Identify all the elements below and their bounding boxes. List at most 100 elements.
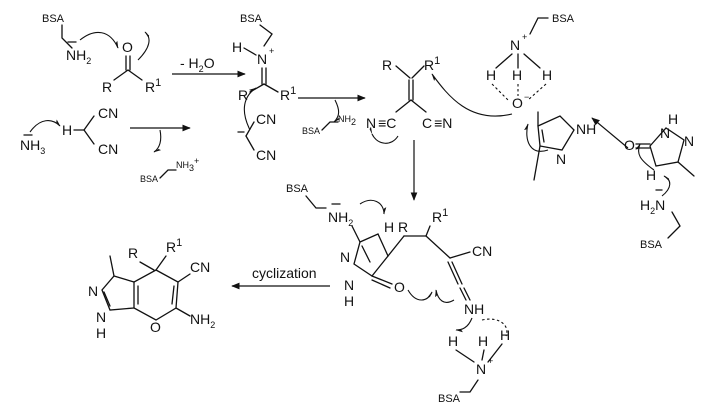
nh-label-3: NH: [464, 301, 484, 317]
oxa-cyclization-arrow: [407, 289, 433, 301]
proton-abstraction-arrow: [359, 199, 387, 215]
imine-arrow: [435, 289, 455, 303]
deprotonation-arrow-1: [29, 119, 61, 133]
bottom-h-1: H: [448, 333, 458, 349]
svg-text:+: +: [269, 46, 274, 56]
nh3-label: NH3: [20, 137, 45, 156]
attack-arrow-1: [79, 31, 119, 49]
nh2-label-1: NH2: [66, 47, 91, 66]
bottom-h-3: H: [500, 327, 510, 343]
bsa-label-5: BSA: [286, 183, 309, 195]
r-group-3: R: [382, 57, 392, 73]
cn-label-2: CN: [98, 141, 118, 157]
bottom-ammonium-n: N: [476, 361, 486, 377]
svg-text:NH3+: NH3+: [176, 156, 199, 173]
svg-text:−: −: [524, 92, 529, 102]
bsa-nh2-released: BSA NH2: [302, 114, 356, 136]
r1-group-2: R1: [280, 85, 296, 103]
bsa-ammonium-bottom: H H H N + BSA: [438, 317, 510, 405]
bsa-label-1: BSA: [42, 13, 65, 25]
nh4-release-arrow: [153, 129, 162, 153]
product-r: R: [128, 245, 138, 261]
alkylidene-malononitrile: R R1 N≡C C≡N: [366, 55, 452, 131]
bsa-label-2: BSA: [240, 13, 263, 25]
iminium-n: N: [257, 51, 267, 67]
alpha-h: H: [646, 167, 656, 183]
enol-attack-arrow: [431, 73, 513, 117]
nh-label-2: H: [668, 111, 678, 127]
base-deprotonation-arrow: [661, 175, 671, 197]
adduct-r: R: [398, 219, 408, 235]
cn-label-6: CN: [472, 243, 492, 259]
bottom-h-2: H: [478, 333, 488, 349]
pyrazolol-enol: NH N: [533, 111, 596, 181]
keto-oxygen: O: [624, 137, 635, 153]
keto-enol-arrow: [635, 143, 655, 171]
ammonium-h-3: H: [542, 67, 552, 83]
nitrile-arrow: [369, 126, 399, 144]
tautomer-arrow: [591, 117, 629, 149]
enol-push-arrow: [524, 123, 549, 152]
product-nh2: NH2: [190, 311, 215, 330]
ammonium-n: N: [510, 37, 520, 53]
n-label-1: N: [556, 151, 566, 167]
carbonyl-oxygen: O: [122, 39, 133, 55]
bsa-label-3: BSA: [552, 13, 575, 25]
iminium-intermediate: BSA H N + R R1: [232, 13, 296, 103]
nh2-label-center: NH2: [328, 209, 353, 228]
svg-text:BSA: BSA: [302, 126, 320, 136]
r-group-2: R: [238, 87, 248, 103]
michael-arrow: [243, 87, 257, 131]
nh-label-1: NH: [576, 121, 596, 137]
svg-text:+: +: [522, 32, 527, 42]
cn-label-3: CN: [256, 111, 276, 127]
product-h: H: [96, 325, 106, 341]
bsa-release-arrow: [333, 99, 341, 123]
malononitrile-anion: CN CN: [237, 111, 276, 163]
enolate-oxygen: O: [512, 95, 523, 111]
h2n-label: H2N: [640, 197, 665, 216]
carbonyl-arrow: [137, 31, 150, 61]
product-oxygen: O: [150, 319, 161, 335]
malononitrile: H CN CN: [62, 105, 118, 157]
pyranopyrazole-product: R R1 CN NH2 O N N H: [88, 237, 215, 341]
n-label-3a: N: [340, 249, 350, 265]
carbonyl-compound: O R R1: [102, 39, 161, 95]
dehydration-label: - H2O: [180, 55, 215, 74]
r1-group-1: R1: [145, 77, 161, 95]
h-on-n: H: [232, 39, 242, 55]
n-label-2b: N: [684, 133, 694, 149]
n-label-3b: N: [344, 277, 354, 293]
ammonium-h-1: H: [486, 67, 496, 83]
nc-label: N≡C: [366, 115, 396, 131]
cn-label-1: CN: [98, 105, 118, 121]
product-n-1: N: [88, 283, 98, 299]
ammonium-h-2: H: [512, 67, 522, 83]
r1-group-3: R1: [424, 55, 440, 73]
svg-text:+: +: [488, 356, 493, 366]
adduct-h: H: [384, 219, 394, 235]
h-label-malono: H: [62, 122, 72, 138]
cyclization-label: cyclization: [252, 265, 317, 281]
pyrazolone-keto: O H N N H: [624, 111, 695, 183]
adduct-r1: R1: [432, 207, 448, 225]
bsa-ammonium-complex: BSA N + H H H O −: [486, 13, 575, 111]
svg-text:BSA: BSA: [140, 174, 158, 184]
bsa-nh3plus-1: BSA NH3+: [140, 156, 199, 184]
bsa-label-4: BSA: [640, 239, 663, 251]
cn-label-5: C≡N: [422, 115, 452, 131]
michael-adduct: H R R1 CN NH N N H O: [340, 207, 492, 317]
r-group-1: R: [102, 79, 112, 95]
h-label-3: H: [344, 293, 354, 309]
n-label-2a: N: [660, 125, 670, 141]
product-n-2: N: [96, 309, 106, 325]
bsa-amine-reactant: BSA NH2: [42, 13, 91, 66]
product-r1: R1: [166, 237, 182, 255]
cn-label-4: CN: [256, 147, 276, 163]
bsa-label-6: BSA: [438, 393, 461, 405]
bsa-amine-base: H2N BSA: [640, 189, 681, 251]
adduct-oxygen: O: [394, 279, 405, 295]
svg-text:NH2: NH2: [338, 114, 356, 127]
product-cn: CN: [190, 259, 210, 275]
